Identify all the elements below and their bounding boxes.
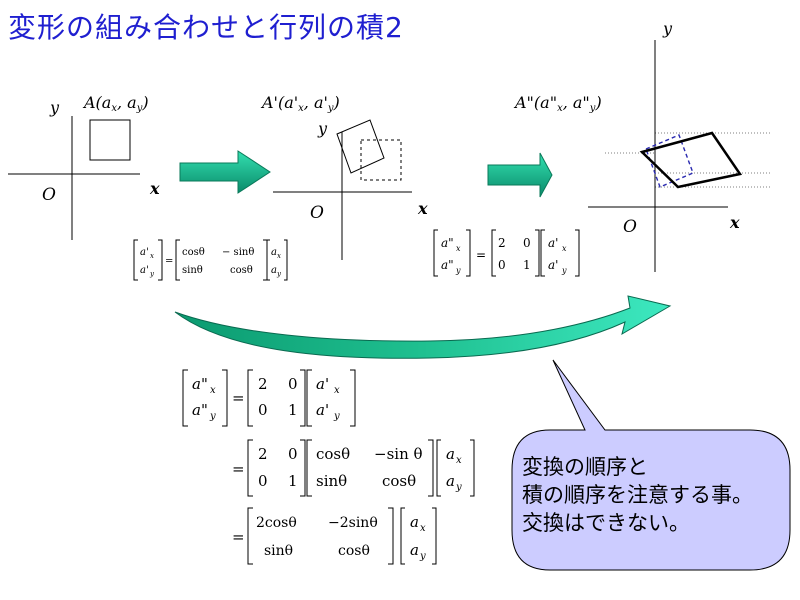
svg-text:−sin θ: −sin θ (374, 445, 423, 463)
panel-rotated: y x O A'(a'x, a'y) (260, 93, 428, 260)
svg-text:a": a" (192, 401, 208, 419)
svg-text:0: 0 (258, 472, 268, 490)
scale-matrix-equation: a" a" x y = 2 0 0 1 a' a' x y (433, 229, 580, 277)
svg-text:2: 2 (258, 445, 268, 463)
y-axis-label-3: y (662, 19, 673, 38)
svg-text:− sinθ: − sinθ (222, 247, 254, 258)
original-square (89, 119, 131, 161)
svg-text:a: a (446, 472, 455, 490)
svg-text:=: = (232, 460, 245, 478)
svg-text:a: a (446, 445, 455, 463)
svg-text:cosθ: cosθ (382, 472, 416, 490)
point-a-prime-label: A'(a'x, a'y) (260, 93, 340, 114)
panel-scaled: y x O A"(a"x, a"y) (513, 19, 772, 272)
origin-label-1: O (42, 185, 56, 205)
svg-text:1: 1 (288, 401, 298, 419)
svg-text:x: x (277, 252, 281, 260)
svg-text:cosθ: cosθ (182, 247, 205, 258)
callout-line-3: 交換はできない。 (522, 511, 690, 535)
svg-text:a: a (410, 513, 419, 531)
svg-text:a: a (271, 265, 277, 276)
svg-text:a': a' (548, 258, 558, 272)
svg-text:x: x (420, 523, 426, 534)
callout-text: 変換の順序と 積の順序を注意する事。 交換はできない。 (522, 453, 792, 537)
svg-text:=: = (165, 256, 173, 267)
x-axis-label-3: x (729, 213, 740, 232)
rotated-square-dashed (645, 134, 694, 188)
svg-text:a: a (410, 541, 419, 559)
y-axis-label-2: y (317, 119, 328, 138)
svg-text:0: 0 (498, 258, 506, 272)
svg-text:sinθ: sinθ (316, 472, 347, 490)
svg-text:a": a" (192, 375, 208, 393)
svg-text:0: 0 (258, 401, 268, 419)
svg-text:0: 0 (288, 445, 298, 463)
svg-text:a': a' (316, 375, 329, 393)
callout-line-1: 変換の順序と (522, 455, 648, 479)
svg-text:−2sinθ: −2sinθ (328, 515, 378, 531)
callout-line-2: 積の順序を注意する事。 (522, 483, 753, 507)
svg-text:a': a' (316, 401, 329, 419)
svg-text:a": a" (441, 258, 454, 272)
svg-text:x: x (456, 244, 461, 253)
svg-text:a": a" (441, 236, 454, 250)
arrow-right-1 (179, 150, 271, 194)
svg-text:=: = (476, 248, 486, 262)
svg-text:a': a' (140, 247, 149, 258)
origin-label-3: O (623, 217, 637, 237)
svg-text:2cosθ: 2cosθ (256, 515, 297, 531)
svg-text:a': a' (548, 236, 558, 250)
scaled-shape (639, 131, 743, 189)
svg-text:y: y (455, 266, 461, 275)
y-axis-label-1: y (49, 98, 60, 117)
panel-original: y x O A(ax, ay) (8, 93, 160, 240)
svg-text:x: x (562, 244, 567, 253)
svg-text:2: 2 (258, 375, 268, 393)
svg-text:a: a (271, 247, 277, 258)
point-a-dprime-label: A"(a"x, a"y) (513, 93, 602, 114)
svg-text:=: = (232, 389, 245, 407)
origin-label-2: O (310, 203, 324, 223)
svg-text:y: y (276, 270, 282, 278)
curved-arrow (174, 295, 672, 359)
svg-text:cosθ: cosθ (338, 543, 370, 559)
svg-text:=: = (232, 528, 245, 546)
x-axis-label-1: x (149, 179, 160, 198)
svg-text:y: y (149, 270, 155, 278)
svg-text:sinθ: sinθ (264, 543, 293, 559)
svg-text:x: x (210, 385, 216, 396)
callout-bubble (511, 359, 791, 571)
svg-text:y: y (455, 482, 462, 493)
svg-text:y: y (333, 411, 340, 422)
svg-text:1: 1 (523, 258, 531, 272)
svg-text:x: x (334, 385, 340, 396)
svg-text:y: y (561, 266, 567, 275)
page-title: 変形の組み合わせと行列の積2 (8, 11, 404, 44)
product-equation: a" a" x y = 2 0 0 1 a' a' x y = 2 0 0 1 … (182, 369, 475, 565)
rotation-matrix-equation: a' a' x y = cosθ − sinθ sinθ cosθ a a x … (133, 239, 288, 281)
original-square-dashed (360, 139, 402, 181)
svg-text:1: 1 (288, 472, 298, 490)
rotated-square (336, 119, 385, 174)
svg-text:sinθ: sinθ (182, 265, 203, 276)
arrow-right-2 (487, 152, 553, 198)
svg-text:x: x (456, 455, 462, 466)
x-axis-label-2: x (417, 199, 428, 218)
svg-text:cosθ: cosθ (316, 445, 350, 463)
svg-text:y: y (209, 411, 216, 422)
svg-text:y: y (419, 551, 426, 562)
svg-text:a': a' (140, 265, 149, 276)
point-a-label: A(ax, ay) (82, 93, 149, 114)
svg-text:0: 0 (288, 375, 298, 393)
svg-text:2: 2 (498, 236, 506, 250)
svg-text:cosθ: cosθ (230, 265, 253, 276)
svg-text:x: x (150, 252, 154, 260)
svg-text:0: 0 (523, 236, 531, 250)
